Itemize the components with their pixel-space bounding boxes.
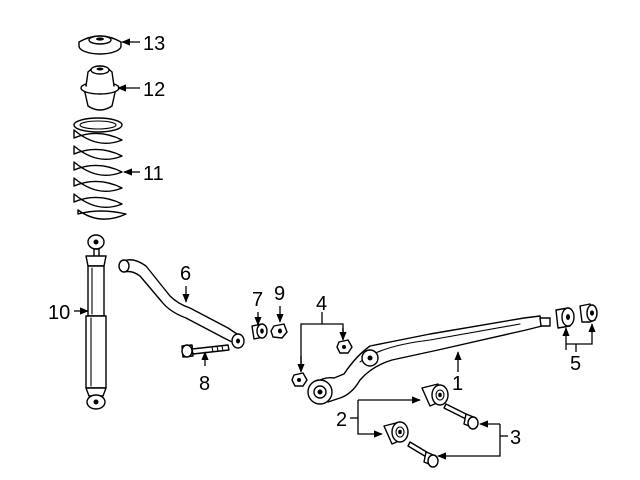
callout-6: 6 bbox=[180, 263, 191, 285]
spring-isolator-part bbox=[80, 65, 120, 111]
callout-7: 7 bbox=[252, 289, 263, 311]
callout-3: 3 bbox=[510, 427, 521, 449]
link-nut-part bbox=[270, 323, 288, 339]
leader-lines bbox=[74, 38, 596, 460]
arm-bolt-part bbox=[407, 403, 479, 468]
callout-12: 12 bbox=[143, 79, 165, 101]
rear-bushing-part bbox=[555, 303, 598, 329]
callout-2: 2 bbox=[336, 409, 347, 431]
callout-8: 8 bbox=[199, 373, 210, 395]
callout-10: 10 bbox=[48, 302, 70, 324]
callout-9: 9 bbox=[274, 283, 285, 305]
coil-spring-part bbox=[73, 117, 127, 220]
link-bolt-part bbox=[181, 344, 230, 358]
callout-labels: 13 12 11 10 6 7 9 8 4 1 5 2 3 bbox=[48, 33, 581, 449]
callout-4: 4 bbox=[316, 293, 327, 315]
shock-absorber-part bbox=[85, 234, 107, 410]
stabilizer-bar-part bbox=[118, 259, 245, 349]
callout-13: 13 bbox=[143, 33, 165, 55]
callout-1: 1 bbox=[452, 373, 463, 395]
spring-seat-part bbox=[78, 35, 122, 55]
arm-nut-part bbox=[291, 339, 353, 387]
front-bushing-part bbox=[383, 383, 449, 445]
control-arm-part bbox=[307, 315, 551, 405]
callout-5: 5 bbox=[570, 353, 581, 375]
leader-3 bbox=[437, 424, 501, 460]
link-bushing-part bbox=[251, 323, 268, 340]
callout-11: 11 bbox=[143, 163, 164, 185]
